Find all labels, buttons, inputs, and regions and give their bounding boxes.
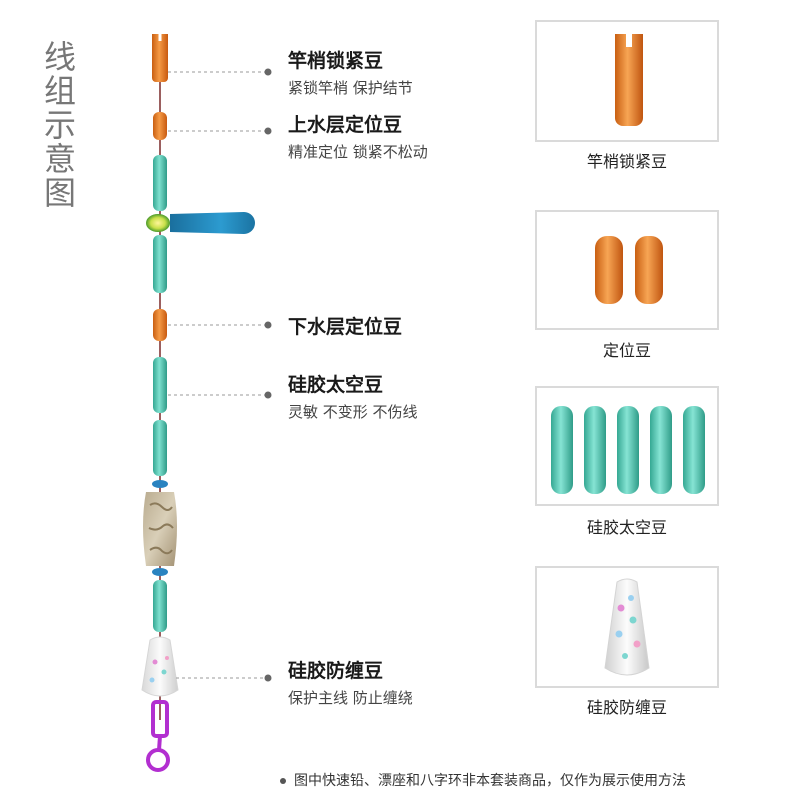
card-caption: 竿梢锁紧豆 bbox=[586, 152, 667, 171]
label-title: 竿梢锁紧豆 bbox=[288, 50, 384, 72]
card-space-bead bbox=[535, 386, 719, 506]
card-anti-tangle bbox=[535, 566, 719, 688]
lower-positioning-bead bbox=[153, 309, 167, 341]
card-caption: 硅胶太空豆 bbox=[586, 518, 667, 537]
label-title: 硅胶防缠豆 bbox=[288, 660, 384, 682]
card-rod-tip-lock bbox=[535, 20, 719, 142]
float-seat bbox=[146, 212, 255, 234]
anti-tangle-bead bbox=[141, 636, 179, 697]
label-subtitle: 保护主线 防止缠绕 bbox=[288, 689, 413, 707]
bullet-icon bbox=[280, 778, 286, 784]
label-space-bead: 硅胶太空豆 灵敏 不变形 不伤线 bbox=[288, 370, 418, 422]
label-title: 上水层定位豆 bbox=[288, 114, 403, 136]
label-title: 硅胶太空豆 bbox=[288, 374, 384, 396]
footnote-text: 图中快速铅、漂座和八字环非本套装商品，仅作为展示使用方法 bbox=[294, 773, 686, 789]
label-subtitle: 精准定位 锁紧不松动 bbox=[288, 143, 428, 161]
card-positioning bbox=[535, 210, 719, 330]
positioning-bead-icon bbox=[595, 236, 663, 304]
space-bead bbox=[153, 155, 167, 211]
silicone-space-bead-icon bbox=[551, 406, 705, 494]
label-title: 下水层定位豆 bbox=[288, 316, 403, 338]
label-upper-positioning: 上水层定位豆 精准定位 锁紧不松动 bbox=[288, 110, 428, 162]
rod-tip-lock-bead bbox=[152, 33, 168, 82]
space-bead bbox=[153, 420, 167, 476]
label-anti-tangle: 硅胶防缠豆 保护主线 防止缠绕 bbox=[288, 656, 413, 708]
card-caption: 硅胶防缠豆 bbox=[586, 698, 667, 717]
diagram-title: 线组示意图 bbox=[44, 38, 77, 212]
label-lower-positioning: 下水层定位豆 bbox=[288, 312, 402, 339]
swivel bbox=[146, 700, 170, 772]
space-bead bbox=[153, 580, 167, 632]
label-rod-tip-lock: 竿梢锁紧豆 紧锁竿梢 保护结节 bbox=[288, 46, 413, 98]
space-bead bbox=[153, 357, 167, 413]
upper-positioning-bead bbox=[153, 112, 167, 140]
anti-tangle-bead-icon bbox=[604, 578, 650, 676]
rod-tip-lock-bead-icon bbox=[615, 33, 643, 126]
leader-lines bbox=[168, 71, 266, 679]
leader-dots bbox=[264, 68, 272, 682]
card-caption: 定位豆 bbox=[602, 341, 651, 360]
footnote: 图中快速铅、漂座和八字环非本套装商品，仅作为展示使用方法 bbox=[280, 770, 686, 790]
label-subtitle: 灵敏 不变形 不伤线 bbox=[288, 403, 418, 421]
label-subtitle: 紧锁竿梢 保护结节 bbox=[288, 79, 413, 97]
space-bead bbox=[153, 235, 167, 293]
quick-sinker bbox=[143, 480, 177, 576]
